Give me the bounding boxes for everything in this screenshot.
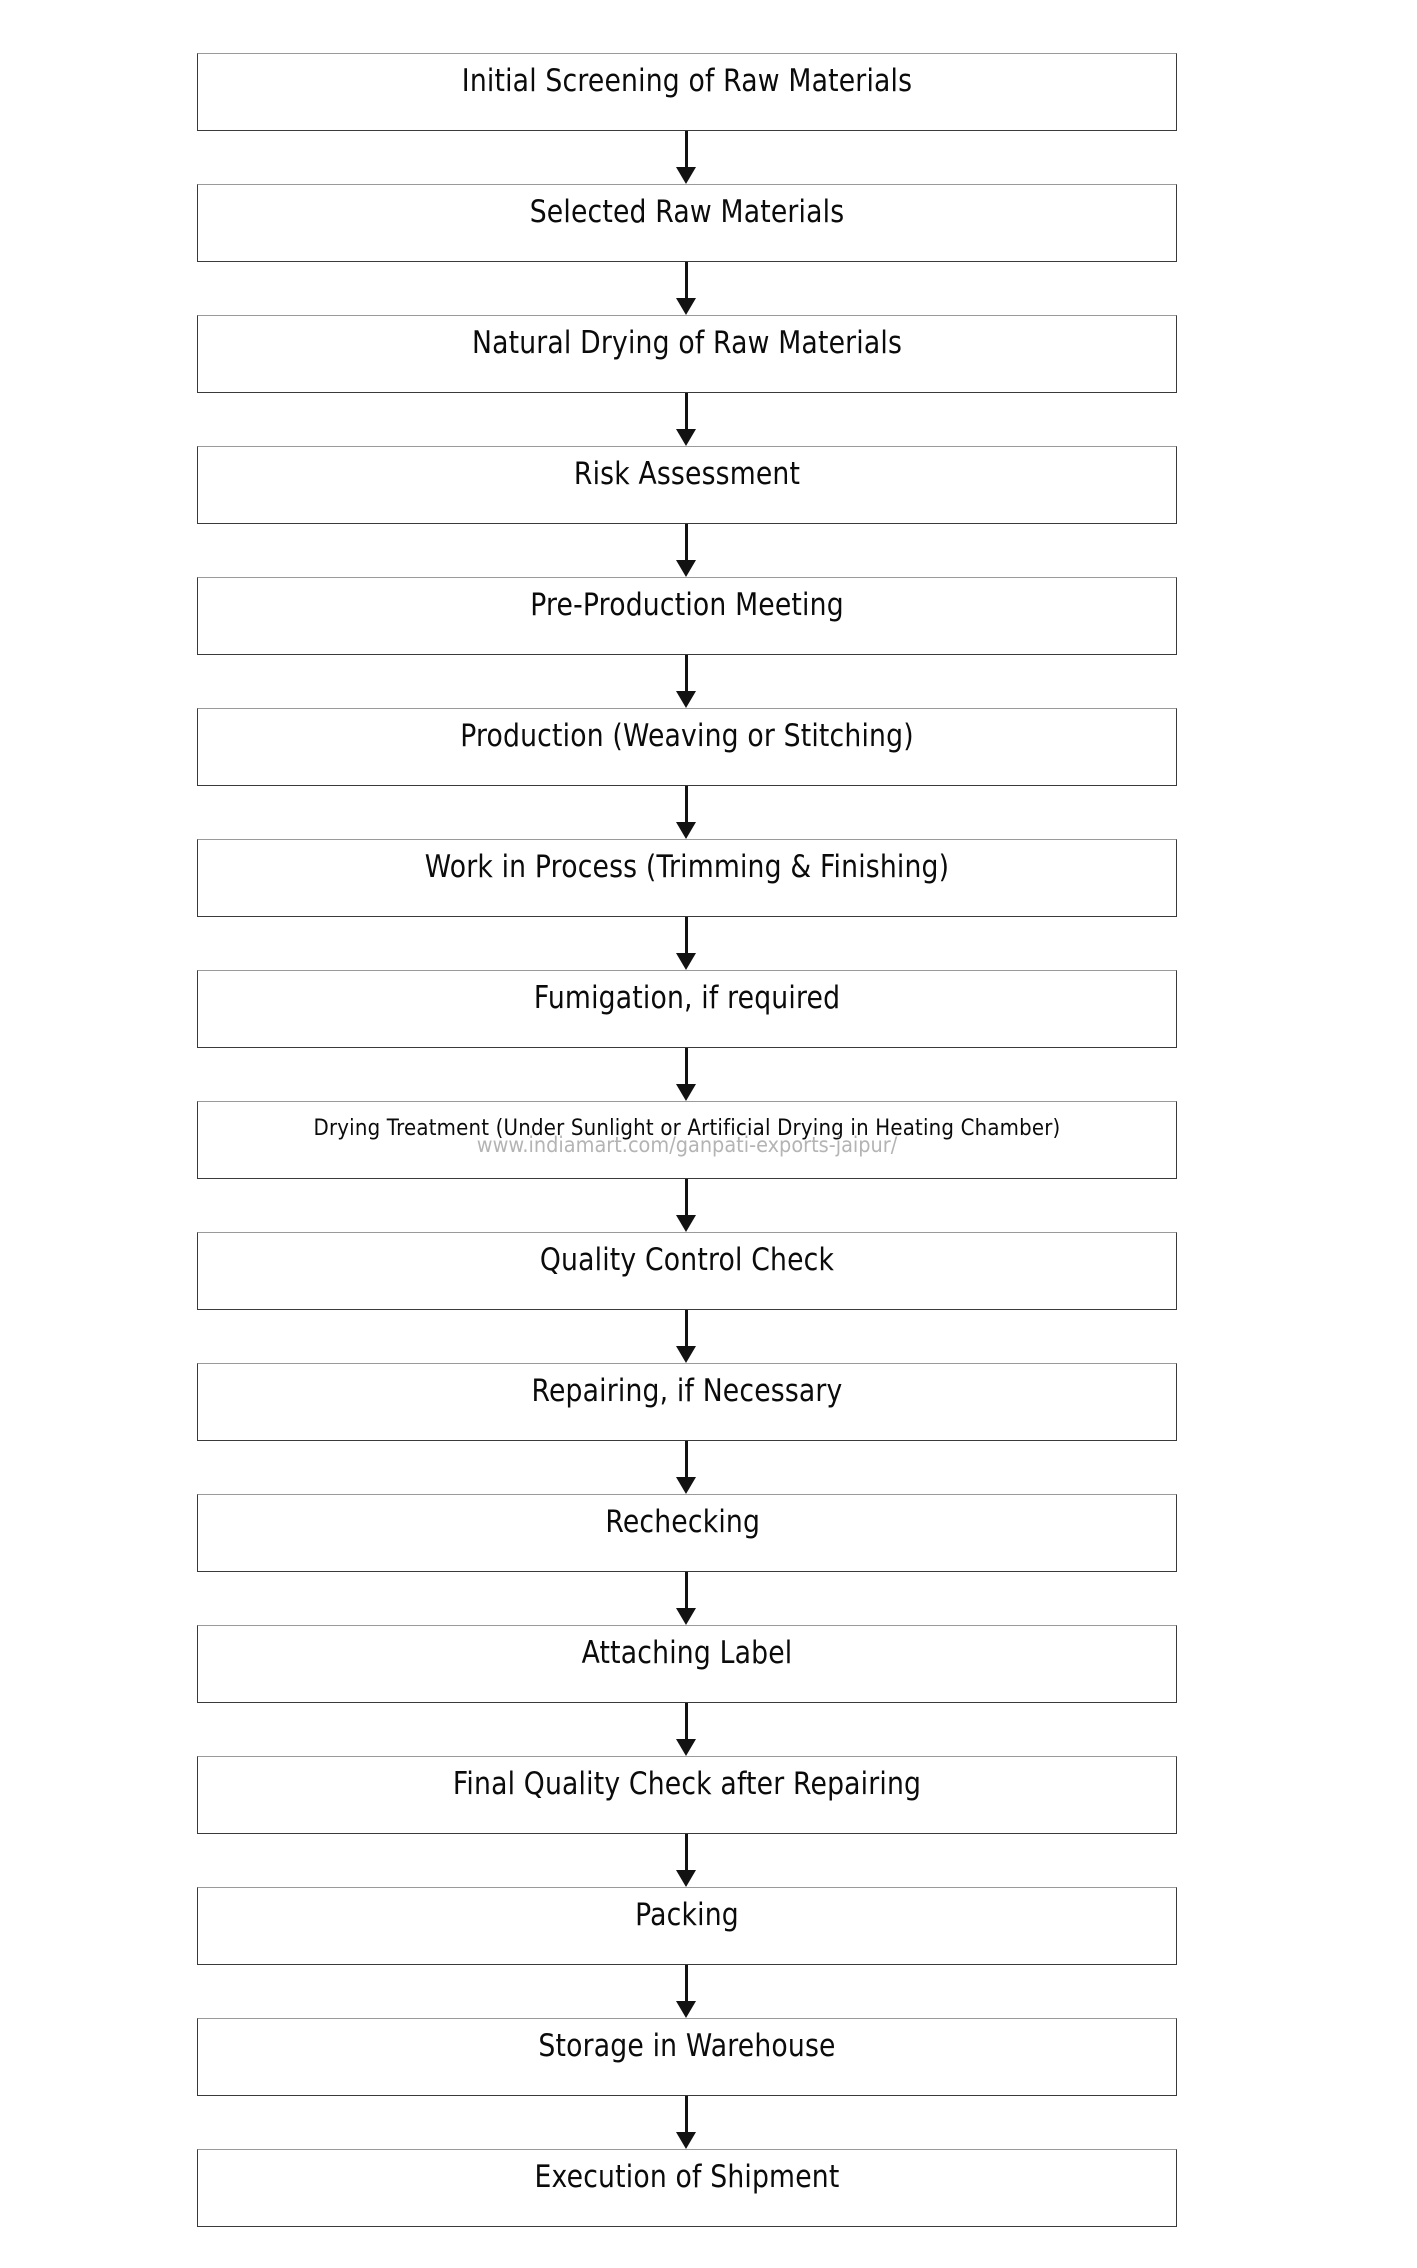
connector-shaft — [685, 1048, 688, 1084]
arrow-down-icon — [676, 1477, 696, 1494]
flow-connector-n3-n4 — [676, 393, 696, 446]
flow-connector-n7-n8 — [676, 917, 696, 970]
flow-node-label: Attaching Label — [581, 1635, 793, 1671]
flow-node-execution-of-shipment[interactable]: Execution of Shipment — [197, 2149, 1177, 2227]
flow-connector-n9-n10 — [676, 1179, 696, 1232]
flow-connector-n16-n17 — [676, 2096, 696, 2149]
arrow-down-icon — [676, 953, 696, 970]
flow-connector-n13-n14 — [676, 1703, 696, 1756]
flow-node-label: Drying Treatment (Under Sunlight or Arti… — [313, 1116, 1061, 1141]
flow-node-label: Packing — [635, 1897, 739, 1933]
flow-node-rechecking[interactable]: Rechecking — [197, 1494, 1177, 1572]
flow-node-label: Initial Screening of Raw Materials — [461, 63, 913, 99]
connector-shaft — [685, 1703, 688, 1739]
flow-node-repairing-if-necessary[interactable]: Repairing, if Necessary — [197, 1363, 1177, 1441]
arrow-down-icon — [676, 1870, 696, 1887]
flow-connector-n15-n16 — [676, 1965, 696, 2018]
arrow-down-icon — [676, 1739, 696, 1756]
flow-node-label: Risk Assessment — [573, 456, 801, 492]
flow-node-initial-screening-of-raw-materials[interactable]: Initial Screening of Raw Materials — [197, 53, 1177, 131]
arrow-down-icon — [676, 2132, 696, 2149]
flow-connector-n5-n6 — [676, 655, 696, 708]
flow-node-drying-treatment[interactable]: Drying Treatment (Under Sunlight or Arti… — [197, 1101, 1177, 1179]
arrow-down-icon — [676, 560, 696, 577]
connector-shaft — [685, 1179, 688, 1215]
arrow-down-icon — [676, 429, 696, 446]
arrow-down-icon — [676, 298, 696, 315]
flow-node-label: Natural Drying of Raw Materials — [471, 325, 903, 361]
flow-node-fumigation-if-required[interactable]: Fumigation, if required — [197, 970, 1177, 1048]
flow-node-risk-assessment[interactable]: Risk Assessment — [197, 446, 1177, 524]
flow-node-storage-in-warehouse[interactable]: Storage in Warehouse — [197, 2018, 1177, 2096]
arrow-down-icon — [676, 2001, 696, 2018]
flow-node-label: Rechecking — [605, 1504, 761, 1540]
connector-shaft — [685, 1965, 688, 2001]
connector-shaft — [685, 1834, 688, 1870]
connector-shaft — [685, 262, 688, 298]
flow-connector-n4-n5 — [676, 524, 696, 577]
flow-connector-n1-n2 — [676, 131, 696, 184]
flow-connector-n8-n9 — [676, 1048, 696, 1101]
flow-node-label: Execution of Shipment — [534, 2159, 840, 2195]
connector-shaft — [685, 131, 688, 167]
connector-shaft — [685, 655, 688, 691]
flow-node-work-in-process-trimming-finishing[interactable]: Work in Process (Trimming & Finishing) — [197, 839, 1177, 917]
flow-node-label: Repairing, if Necessary — [531, 1373, 843, 1409]
flow-node-label: Pre-Production Meeting — [530, 587, 844, 623]
flow-node-label: Selected Raw Materials — [529, 194, 845, 230]
arrow-down-icon — [676, 691, 696, 708]
flow-node-selected-raw-materials[interactable]: Selected Raw Materials — [197, 184, 1177, 262]
arrow-down-icon — [676, 1084, 696, 1101]
flow-node-final-quality-check-after-repairing[interactable]: Final Quality Check after Repairing — [197, 1756, 1177, 1834]
flow-node-quality-control-check[interactable]: Quality Control Check — [197, 1232, 1177, 1310]
connector-shaft — [685, 393, 688, 429]
flow-node-attaching-label[interactable]: Attaching Label — [197, 1625, 1177, 1703]
flow-node-label: Fumigation, if required — [533, 980, 841, 1016]
connector-shaft — [685, 786, 688, 822]
flow-connector-n12-n13 — [676, 1572, 696, 1625]
arrow-down-icon — [676, 822, 696, 839]
connector-shaft — [685, 524, 688, 560]
flow-node-natural-drying-of-raw-materials[interactable]: Natural Drying of Raw Materials — [197, 315, 1177, 393]
arrow-down-icon — [676, 1608, 696, 1625]
arrow-down-icon — [676, 1346, 696, 1363]
connector-shaft — [685, 1572, 688, 1608]
flow-node-label: Work in Process (Trimming & Finishing) — [424, 849, 950, 885]
flow-connector-n10-n11 — [676, 1310, 696, 1363]
flow-connector-n14-n15 — [676, 1834, 696, 1887]
flow-connector-n11-n12 — [676, 1441, 696, 1494]
flow-node-packing[interactable]: Packing — [197, 1887, 1177, 1965]
flow-node-label: Storage in Warehouse — [538, 2028, 836, 2064]
connector-shaft — [685, 1310, 688, 1346]
flow-node-production-weaving-or-stitching[interactable]: Production (Weaving or Stitching) — [197, 708, 1177, 786]
connector-shaft — [685, 917, 688, 953]
flow-node-label: Production (Weaving or Stitching) — [460, 718, 914, 754]
connector-shaft — [685, 1441, 688, 1477]
arrow-down-icon — [676, 1215, 696, 1232]
flow-node-label: Final Quality Check after Repairing — [452, 1766, 922, 1802]
flow-node-label: Quality Control Check — [539, 1242, 835, 1278]
arrow-down-icon — [676, 167, 696, 184]
flow-connector-n6-n7 — [676, 786, 696, 839]
flow-node-pre-production-meeting[interactable]: Pre-Production Meeting — [197, 577, 1177, 655]
connector-shaft — [685, 2096, 688, 2132]
flow-connector-n2-n3 — [676, 262, 696, 315]
